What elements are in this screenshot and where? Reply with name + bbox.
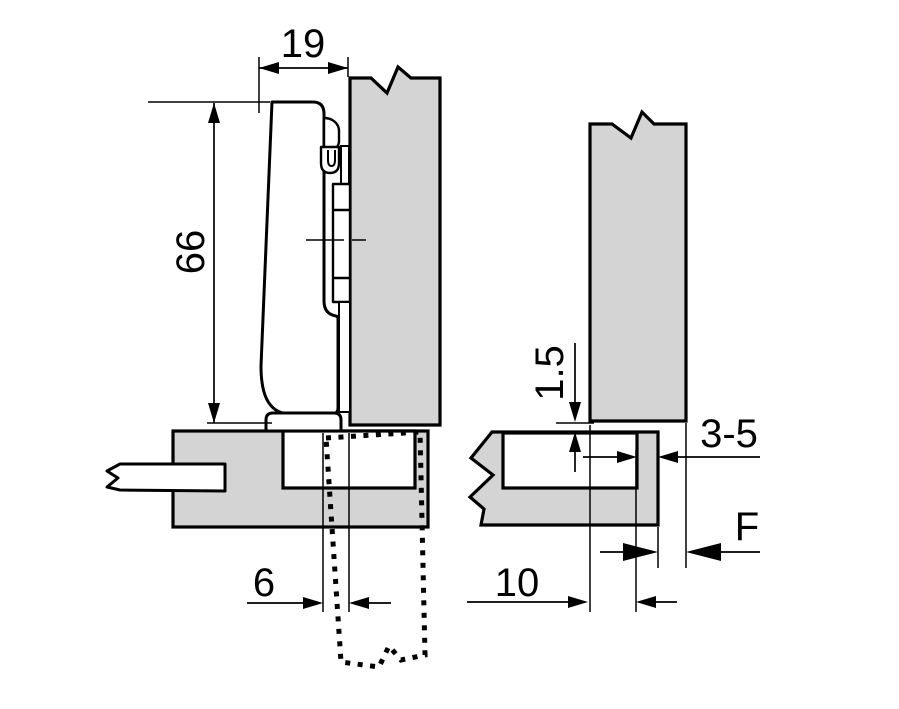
arrowhead [658,451,678,463]
dim-label-F: F [735,505,759,549]
dimension-F: F [600,423,760,568]
arrowhead [569,432,581,452]
arrowhead [568,596,588,608]
dim-label-66: 66 [169,230,213,275]
arrowhead [617,451,637,463]
right-view-door-panel [588,109,688,423]
left-view-break-board [105,462,227,493]
dim-label-3-5: 3-5 [700,412,758,456]
left-view-side-panel [348,64,442,427]
arrowhead [259,62,279,74]
dimension-1-5: 1.5 [528,343,594,472]
arrowhead-large [686,543,721,561]
right-view: 1.5 3-5 F 10 [467,109,760,612]
hinge-cup-flange [264,411,343,433]
hinge-baseplate-lower [338,301,351,413]
hinge-hook-slot [327,150,336,168]
hinge-baseplate [331,182,352,304]
right-view-groove [501,431,639,490]
arrowhead [569,402,581,422]
hinge-screw-stub [340,145,350,185]
dim-label-6: 6 [253,561,275,605]
dimension-19: 19 [258,22,349,113]
projected-door-outline [323,429,428,670]
left-view: 19 66 6 [105,22,442,670]
arrowhead-large [623,543,658,561]
dim-label-19: 19 [281,22,326,66]
dimension-6: 6 [247,433,391,612]
dimension-3-5: 3-5 [583,412,760,612]
arrowhead [208,403,220,423]
arrowhead [349,597,369,609]
arrowhead [303,597,323,609]
arrowhead [636,596,656,608]
arrowhead [328,62,348,74]
dim-label-1-5: 1.5 [528,345,572,401]
arrowhead [208,103,220,123]
dimension-66: 66 [148,101,272,424]
dim-label-10: 10 [495,561,540,605]
hinge-body [259,100,366,433]
dimension-10: 10 [467,425,677,612]
